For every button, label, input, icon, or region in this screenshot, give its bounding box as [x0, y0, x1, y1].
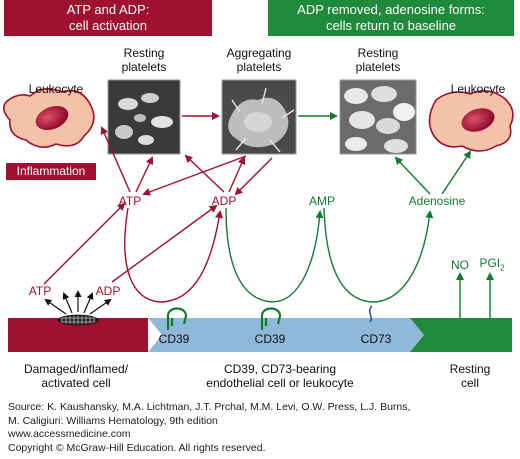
activation-arrows [43, 126, 273, 303]
cd73-label: CD73 [360, 332, 392, 346]
endothelial-cell-line2: endothelial cell or leukocyte [206, 376, 354, 390]
resting-cell-line2: cell [460, 376, 479, 390]
hydrolysis-arrows [225, 150, 494, 318]
platelets-resting-left-line1: Resting [123, 46, 165, 60]
leukocyte-right-label: Leukocyte [450, 82, 506, 96]
damaged-cell-label: Damaged/inflamed/ activated cell [6, 362, 146, 390]
platelet-image-aggregating [221, 79, 297, 155]
endothelial-membrane [148, 318, 424, 352]
platelets-resting-right-line2: platelets [355, 60, 401, 74]
amp-label: AMP [308, 194, 335, 208]
ectoenzyme-shapes [166, 305, 373, 330]
pgi2-label: PGI2 [472, 256, 512, 275]
cd39-label-b: CD39 [254, 332, 286, 346]
cd39-enzyme-a [166, 307, 188, 330]
adenosine-label: Adenosine [408, 194, 466, 208]
banner-right-line1: ADP removed, adenosine forms: [297, 2, 485, 17]
inflammation-label: Inflammation [16, 164, 86, 178]
endothelial-cell-line1: CD39, CD73-bearing [223, 362, 337, 376]
leukocyte-left [2, 88, 95, 148]
cd39-label-a: CD39 [158, 332, 190, 346]
no-label: NO [451, 258, 469, 272]
platelet-image-resting-left [107, 79, 181, 155]
platelet-image-resting-right [339, 79, 417, 155]
damaged-cell-line1: Damaged/inflamed/ [23, 362, 129, 376]
platelets-aggregating-line1: Aggregating [226, 46, 292, 60]
atp-upper-label: ATP [118, 194, 142, 208]
resting-cell-label: Resting cell [430, 362, 510, 390]
damaged-cell-line2: activated cell [41, 376, 111, 390]
adp-upper-label: ADP [211, 194, 237, 208]
resting-cell-membrane [410, 318, 512, 352]
copyright-line: Copyright © McGraw-Hill Education. All r… [8, 441, 266, 454]
source-line1: Source: K. Kaushansky, M.A. Lichtman, J.… [8, 401, 411, 413]
banner-left-line2: cell activation [68, 18, 148, 33]
cd39-enzyme-b [260, 307, 282, 330]
endothelial-cell-label: CD39, CD73-bearing endothelial cell or l… [180, 362, 380, 390]
adp-lower-label: ADP [95, 284, 121, 298]
pgi2-base: PGI [479, 256, 501, 270]
source-citation: Source: K. Kaushansky, M.A. Lichtman, J.… [8, 401, 513, 455]
platelets-resting-left-line2: platelets [121, 60, 167, 74]
banner-return-to-baseline: ADP removed, adenosine forms: cells retu… [268, 0, 514, 36]
banner-cell-activation: ATP and ADP: cell activation [4, 0, 212, 36]
banner-right-line2: cells return to baseline [325, 18, 457, 33]
source-line2: M. Caligiuri: Williams Hematology, 9th e… [8, 414, 218, 427]
inflammation-badge: Inflammation [6, 163, 96, 180]
cd73-enzyme [369, 305, 373, 323]
platelets-aggregating-label: Aggregating platelets [214, 46, 304, 74]
resting-cell-line1: Resting [449, 362, 491, 376]
platelets-resting-left-label: Resting platelets [104, 46, 184, 74]
atp-lower-label: ATP [28, 284, 52, 298]
platelets-resting-right-line1: Resting [357, 46, 399, 60]
platelets-aggregating-line2: platelets [236, 60, 282, 74]
leukocyte-left-label: Leukocyte [28, 82, 84, 96]
leukocyte-right [428, 90, 514, 152]
release-site [44, 290, 112, 326]
source-url[interactable]: www.accessmedicine.com [8, 428, 131, 440]
banner-left-line1: ATP and ADP: [66, 2, 150, 17]
platelets-resting-right-label: Resting platelets [338, 46, 418, 74]
pgi2-subscript: 2 [500, 263, 505, 273]
